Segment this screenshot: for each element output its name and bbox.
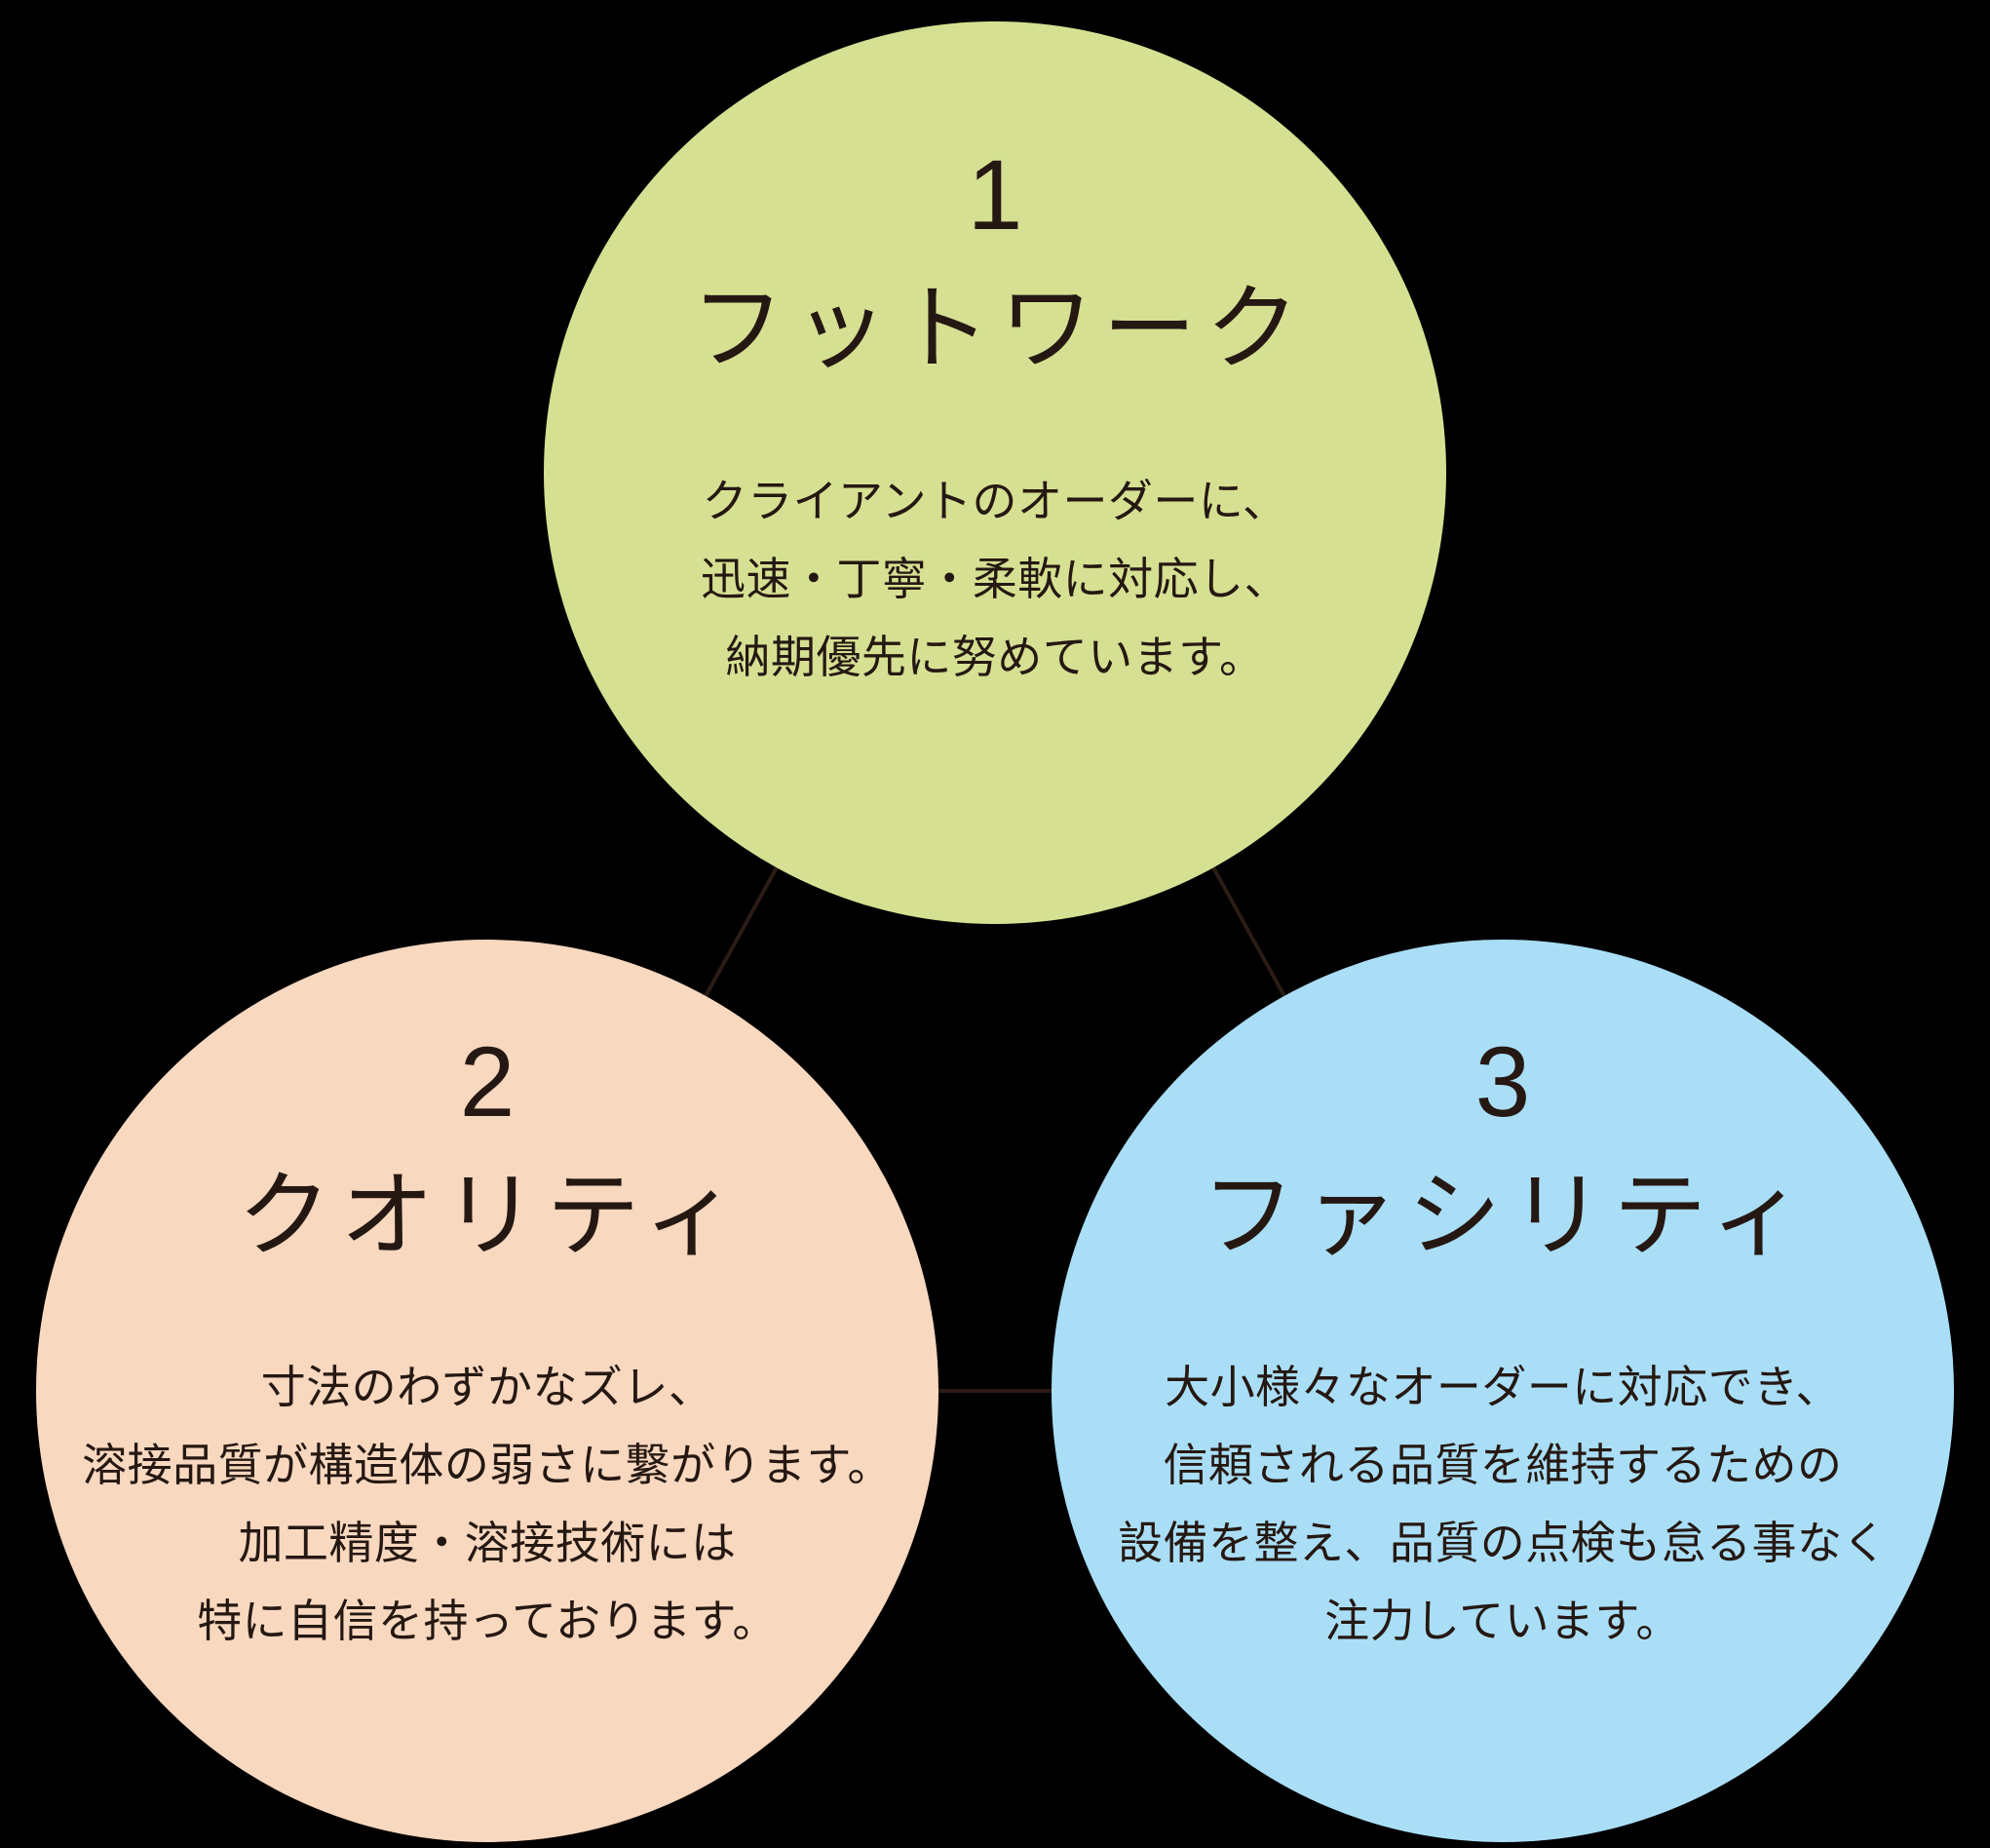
circle-quality-number: 2 bbox=[459, 1026, 516, 1137]
circle-footwork-number: 1 bbox=[967, 139, 1023, 250]
circle-footwork: 1 フットワーク クライアントのオーダーに、 迅速・丁寧・柔軟に対応し、 納期優… bbox=[544, 21, 1446, 924]
circle-footwork-title: フットワーク bbox=[690, 277, 1309, 381]
circle-facility-description: 大小様々なオーダーに対応でき、 信頼される品質を維持するための 設備を整え、品質… bbox=[1118, 1348, 1888, 1660]
body-line: 寸法のわずかなズレ、 bbox=[260, 1362, 714, 1412]
body-line: 設備を整え、品質の点検も怠る事なく bbox=[1118, 1518, 1888, 1568]
body-line: 迅速・丁寧・柔軟に対応し、 bbox=[701, 554, 1289, 604]
circle-quality: 2 クオリティ 寸法のわずかなズレ、 溶接品質が構造体の弱さに繋がります。 加工… bbox=[36, 940, 938, 1842]
body-line: 特に自信を持っております。 bbox=[197, 1596, 778, 1646]
circle-quality-description: 寸法のわずかなズレ、 溶接品質が構造体の弱さに繋がります。 加工精度・溶接技術に… bbox=[82, 1348, 893, 1660]
body-line: 溶接品質が構造体の弱さに繋がります。 bbox=[82, 1440, 893, 1490]
body-line: 納期優先に努めています。 bbox=[725, 632, 1265, 682]
circle-facility: 3 ファシリティ 大小様々なオーダーに対応でき、 信頼される品質を維持するための… bbox=[1052, 940, 1954, 1842]
body-line: 信頼される品質を維持するための bbox=[1163, 1440, 1843, 1490]
body-line: クライアントのオーダーに、 bbox=[702, 476, 1288, 526]
circle-footwork-description: クライアントのオーダーに、 迅速・丁寧・柔軟に対応し、 納期優先に努めています。 bbox=[701, 462, 1289, 696]
body-line: 大小様々なオーダーに対応でき、 bbox=[1165, 1362, 1841, 1412]
circle-facility-title: ファシリティ bbox=[1201, 1164, 1814, 1268]
body-line: 注力しています。 bbox=[1324, 1596, 1681, 1646]
circle-quality-title: クオリティ bbox=[237, 1164, 746, 1268]
body-line: 加工精度・溶接技術には bbox=[238, 1518, 737, 1568]
circle-facility-number: 3 bbox=[1474, 1026, 1531, 1137]
